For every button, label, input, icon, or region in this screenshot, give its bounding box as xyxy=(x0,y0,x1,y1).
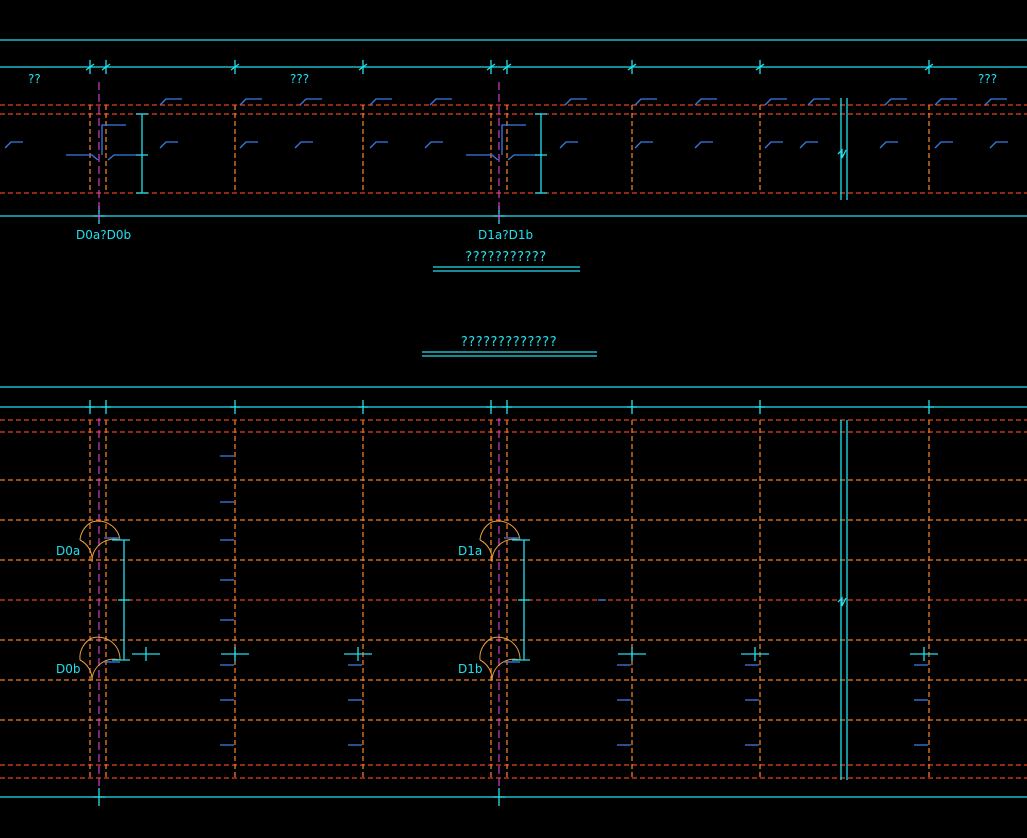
section-view-title-text: ??????????? xyxy=(465,250,546,265)
upper-hook-mid-2 xyxy=(239,141,258,149)
lower-break-line xyxy=(837,420,848,780)
section-view-title: ??????????? xyxy=(433,250,580,272)
upper-hook-mid-7 xyxy=(634,141,653,149)
lower-axis-ticks xyxy=(85,400,934,806)
upper-joint-hook-a-0 xyxy=(101,124,126,155)
span-label-2: ??? xyxy=(290,72,309,86)
plan-view-title: ????????????? xyxy=(422,335,597,357)
upper-view: ?? ??? ??? D0a?D0b D1a?D1b xyxy=(0,39,1027,242)
upper-hook-top-8 xyxy=(764,98,787,106)
upper-hook-top-1 xyxy=(239,98,262,106)
joint-label-d0: D0a?D0b xyxy=(76,228,131,242)
upper-hook-mid-4 xyxy=(369,141,388,149)
upper-tick-slash-4 xyxy=(486,63,496,71)
upper-joint-hook-b-0 xyxy=(66,154,99,161)
upper-tick-slash-2 xyxy=(230,63,240,71)
upper-hook-top-9 xyxy=(807,98,830,106)
upper-hook-top-3 xyxy=(369,98,392,106)
upper-joint-hook-c-1 xyxy=(507,154,536,161)
upper-tick-slash-0 xyxy=(85,63,95,71)
lower-rebar-marks xyxy=(220,455,928,746)
upper-dimension-marker-d1 xyxy=(535,113,547,194)
upper-hook-top-12 xyxy=(984,98,1007,106)
upper-hook-top-11 xyxy=(934,98,957,106)
upper-joint-hook-b-1 xyxy=(466,154,499,161)
upper-hook-top-0 xyxy=(159,98,182,106)
upper-hook-mid-11 xyxy=(879,141,898,149)
span-label-1: ?? xyxy=(28,72,41,86)
upper-hook-top-4 xyxy=(429,98,452,106)
upper-hook-top-10 xyxy=(884,98,907,106)
upper-hook-top-7 xyxy=(694,98,717,106)
upper-tick-slash-7 xyxy=(755,63,765,71)
upper-tick-slash-5 xyxy=(502,63,512,71)
upper-hook-top-6 xyxy=(634,98,657,106)
upper-tick-slash-6 xyxy=(627,63,637,71)
joint-arcs-d1 xyxy=(479,520,530,681)
upper-hook-mid-10 xyxy=(799,141,818,149)
upper-hook-mid-3 xyxy=(294,141,313,149)
upper-joint-hook-c-0 xyxy=(107,154,136,161)
upper-hook-top-2 xyxy=(299,98,322,106)
lower-horizontal-dashed-lines xyxy=(0,419,1027,779)
upper-dimension-marker-d0 xyxy=(136,113,148,194)
joint-label-d0b: D0b xyxy=(56,662,81,676)
lower-crosshair-markers xyxy=(132,647,938,661)
upper-tick-slash-8 xyxy=(924,63,934,71)
lower-view: D0a D0b D1a D1b xyxy=(0,386,1027,806)
upper-joint-hook-a-1 xyxy=(501,124,526,155)
plan-view-title-text: ????????????? xyxy=(461,335,557,350)
upper-hook-mid-12 xyxy=(934,141,953,149)
joint-label-d1a: D1a xyxy=(458,544,482,558)
upper-rebar-hooks xyxy=(4,98,1008,161)
span-label-3: ??? xyxy=(978,72,997,86)
upper-break-line xyxy=(837,98,848,200)
upper-vertical-dashed-lines xyxy=(89,105,930,193)
joint-label-d1b: D1b xyxy=(458,662,483,676)
lower-vertical-dashed-lines xyxy=(89,420,930,778)
upper-hook-top-5 xyxy=(564,98,587,106)
joint-label-d0a: D0a xyxy=(56,544,80,558)
joint-arcs-d0 xyxy=(79,520,130,681)
upper-hook-mid-13 xyxy=(989,141,1008,149)
joint-label-d1: D1a?D1b xyxy=(478,228,533,242)
upper-hook-mid-5 xyxy=(424,141,443,149)
upper-hook-mid-1 xyxy=(159,141,178,149)
upper-tick-slash-1 xyxy=(101,63,111,71)
upper-hook-mid-6 xyxy=(559,141,578,149)
upper-hook-mid-9 xyxy=(764,141,783,149)
upper-hook-mid-0 xyxy=(4,141,23,149)
upper-tick-slash-3 xyxy=(358,63,368,71)
upper-hook-mid-8 xyxy=(694,141,713,149)
